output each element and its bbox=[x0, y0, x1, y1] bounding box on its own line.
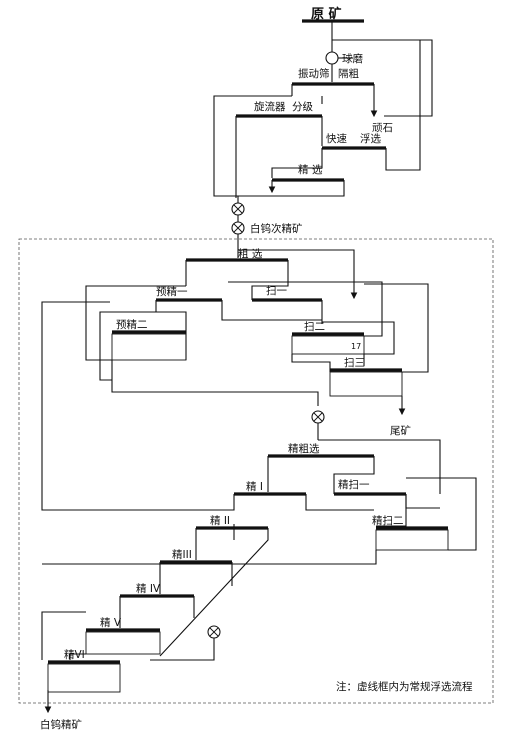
pre-clean-2-label: 预精二 bbox=[116, 318, 148, 331]
select-label: 选 bbox=[312, 163, 323, 176]
clean-III-label: 精III bbox=[172, 548, 192, 561]
screen-undersize-line bbox=[213, 95, 292, 197]
mixer-icon bbox=[231, 202, 245, 216]
rougher-label: 粗 选 bbox=[238, 247, 263, 260]
clean-IV-label: 精 IV bbox=[136, 582, 161, 595]
mixer-icon bbox=[311, 410, 325, 424]
note-label: 注：虚线框内为常规浮选流程 bbox=[336, 680, 473, 693]
gravel-label: 顽石 bbox=[372, 122, 393, 134]
clean-scav-2-label: 精扫二 bbox=[372, 514, 404, 527]
tailings-label: 尾矿 bbox=[390, 424, 411, 437]
fast-label: 快速 bbox=[326, 133, 347, 145]
mixer-icon bbox=[231, 221, 245, 235]
clean-II-label: 精 II bbox=[210, 514, 230, 527]
classify-label: 分级 bbox=[292, 101, 313, 113]
scav-1-label: 扫一 bbox=[266, 284, 287, 297]
mixer-icon bbox=[207, 625, 221, 639]
isolate-coarse-label: 隔粗 bbox=[338, 68, 359, 80]
final-conc-label: 白钨精矿 bbox=[40, 718, 82, 731]
pre-clean-1-label: 预精一 bbox=[156, 285, 188, 298]
clean-scav-1-label: 精扫一 bbox=[338, 478, 370, 491]
fast-tail-line bbox=[385, 40, 421, 171]
clean-label: 精 bbox=[298, 163, 309, 176]
number-17-label: 17 bbox=[351, 342, 361, 351]
cyclone-label: 旋流器 bbox=[254, 100, 286, 113]
scav-2-label: 扫二 bbox=[304, 320, 325, 333]
clean-I-label: 精 I bbox=[246, 480, 263, 493]
conventional-flotation-box bbox=[18, 238, 494, 704]
flotation-label: 浮选 bbox=[360, 132, 381, 145]
secondary-conc-label: 白钨次精矿 bbox=[250, 222, 303, 235]
clean-VI-label: 精VI bbox=[64, 648, 85, 661]
vibrating-screen-label: 振动筛 bbox=[298, 67, 330, 80]
ball-mill-icon bbox=[325, 51, 339, 65]
clean-V-label: 精 V bbox=[100, 616, 122, 629]
scav-3-label: 扫三 bbox=[344, 356, 365, 369]
raw-ore-title: 原 矿 bbox=[311, 6, 342, 22]
mill-recycle-line bbox=[332, 39, 433, 117]
clean-rougher-label: 精粗选 bbox=[288, 442, 320, 455]
